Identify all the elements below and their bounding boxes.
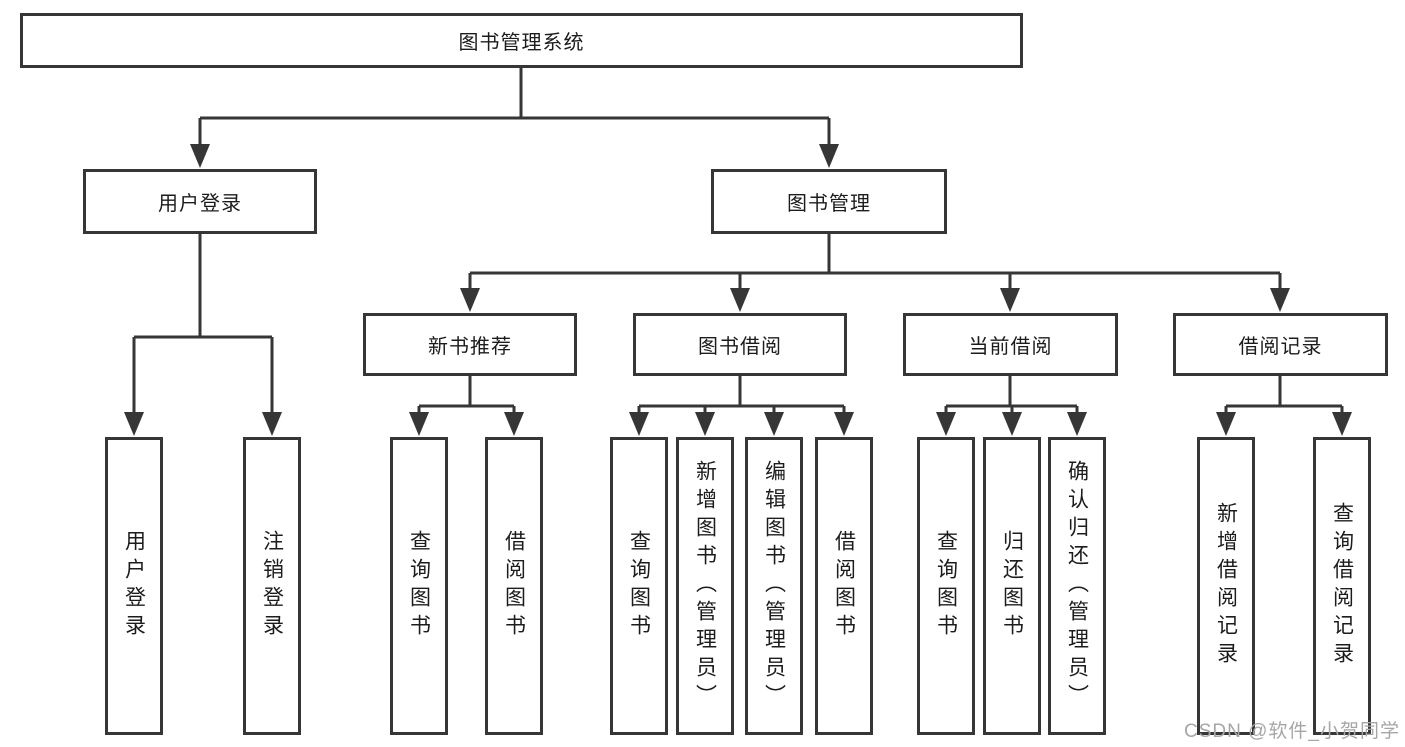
arrow-down-icon (262, 412, 282, 436)
node-root-label: 图书管理系统 (458, 32, 585, 54)
connector-user-login (132, 234, 274, 414)
arrow-down-icon (1270, 288, 1290, 312)
arrow-down-icon (1067, 412, 1087, 436)
leaf-query-books-borrow: 查询图书 (610, 437, 668, 735)
node-current-borrow: 当前借阅 (903, 313, 1118, 376)
node-current-borrow-label: 当前借阅 (968, 336, 1053, 358)
connector-current-borrow (944, 376, 1079, 414)
leaf-add-borrow-record-label: 新增借阅记录 (1214, 502, 1238, 670)
leaf-confirm-return-admin-label: 确认归还（管理员） (1065, 460, 1089, 712)
arrow-down-icon (730, 288, 750, 312)
leaf-query-borrow-record: 查询借阅记录 (1313, 437, 1371, 735)
connector-borrow-records (1224, 376, 1344, 414)
arrow-down-icon (1000, 288, 1020, 312)
arrow-down-icon (124, 412, 144, 436)
leaf-edit-books-admin: 编辑图书（管理员） (745, 437, 803, 735)
node-user-login-label: 用户登录 (158, 193, 242, 215)
leaf-borrow-books-label: 借阅图书 (832, 530, 856, 642)
leaf-query-books-borrow-label: 查询图书 (627, 530, 651, 642)
leaf-borrow-books: 借阅图书 (815, 437, 873, 735)
leaf-query-books-current-label: 查询图书 (934, 530, 958, 642)
node-book-borrow: 图书借阅 (633, 313, 847, 376)
connector-new-book-recommend (417, 376, 516, 414)
node-borrow-records-label: 借阅记录 (1238, 336, 1323, 358)
arrow-down-icon (834, 412, 854, 436)
arrow-down-icon (460, 288, 480, 312)
leaf-borrow-books-recommend: 借阅图书 (485, 437, 543, 735)
leaf-return-books: 归还图书 (983, 437, 1041, 735)
node-user-login: 用户登录 (83, 169, 317, 234)
leaf-add-borrow-record: 新增借阅记录 (1197, 437, 1255, 735)
arrow-down-icon (936, 412, 956, 436)
node-borrow-records: 借阅记录 (1173, 313, 1388, 376)
node-book-management: 图书管理 (711, 169, 947, 234)
leaf-user-login-label: 用户登录 (122, 530, 146, 642)
connector-book-management (468, 234, 1282, 290)
arrow-down-icon (190, 144, 210, 168)
arrow-down-icon (1216, 412, 1236, 436)
leaf-query-books-recommend: 查询图书 (390, 437, 448, 735)
node-new-book-recommend: 新书推荐 (363, 313, 577, 376)
leaf-add-books-admin: 新增图书（管理员） (676, 437, 734, 735)
leaf-query-books-recommend-label: 查询图书 (407, 530, 431, 642)
leaf-confirm-return-admin: 确认归还（管理员） (1048, 437, 1106, 735)
arrow-down-icon (695, 412, 715, 436)
leaf-user-login: 用户登录 (105, 437, 163, 735)
arrow-down-icon (504, 412, 524, 436)
node-book-borrow-label: 图书借阅 (698, 336, 782, 358)
leaf-logout: 注销登录 (243, 437, 301, 735)
leaf-return-books-label: 归还图书 (1000, 530, 1024, 642)
leaf-add-books-admin-label: 新增图书（管理员） (693, 460, 717, 712)
node-root: 图书管理系统 (20, 13, 1023, 68)
watermark: CSDN @软件_小贺同学 (1184, 721, 1400, 742)
leaf-borrow-books-recommend-label: 借阅图书 (502, 530, 526, 642)
connector-book-borrow (637, 376, 846, 414)
node-book-management-label: 图书管理 (787, 193, 871, 215)
connector-root (198, 68, 831, 146)
arrow-down-icon (764, 412, 784, 436)
arrow-down-icon (629, 412, 649, 436)
leaf-query-books-current: 查询图书 (917, 437, 975, 735)
leaf-query-borrow-record-label: 查询借阅记录 (1330, 502, 1354, 670)
arrow-down-icon (1332, 412, 1352, 436)
arrow-down-icon (819, 144, 839, 168)
leaf-edit-books-admin-label: 编辑图书（管理员） (762, 460, 786, 712)
leaf-logout-label: 注销登录 (260, 530, 284, 642)
node-new-book-recommend-label: 新书推荐 (428, 336, 512, 358)
arrow-down-icon (1002, 412, 1022, 436)
arrow-down-icon (409, 412, 429, 436)
